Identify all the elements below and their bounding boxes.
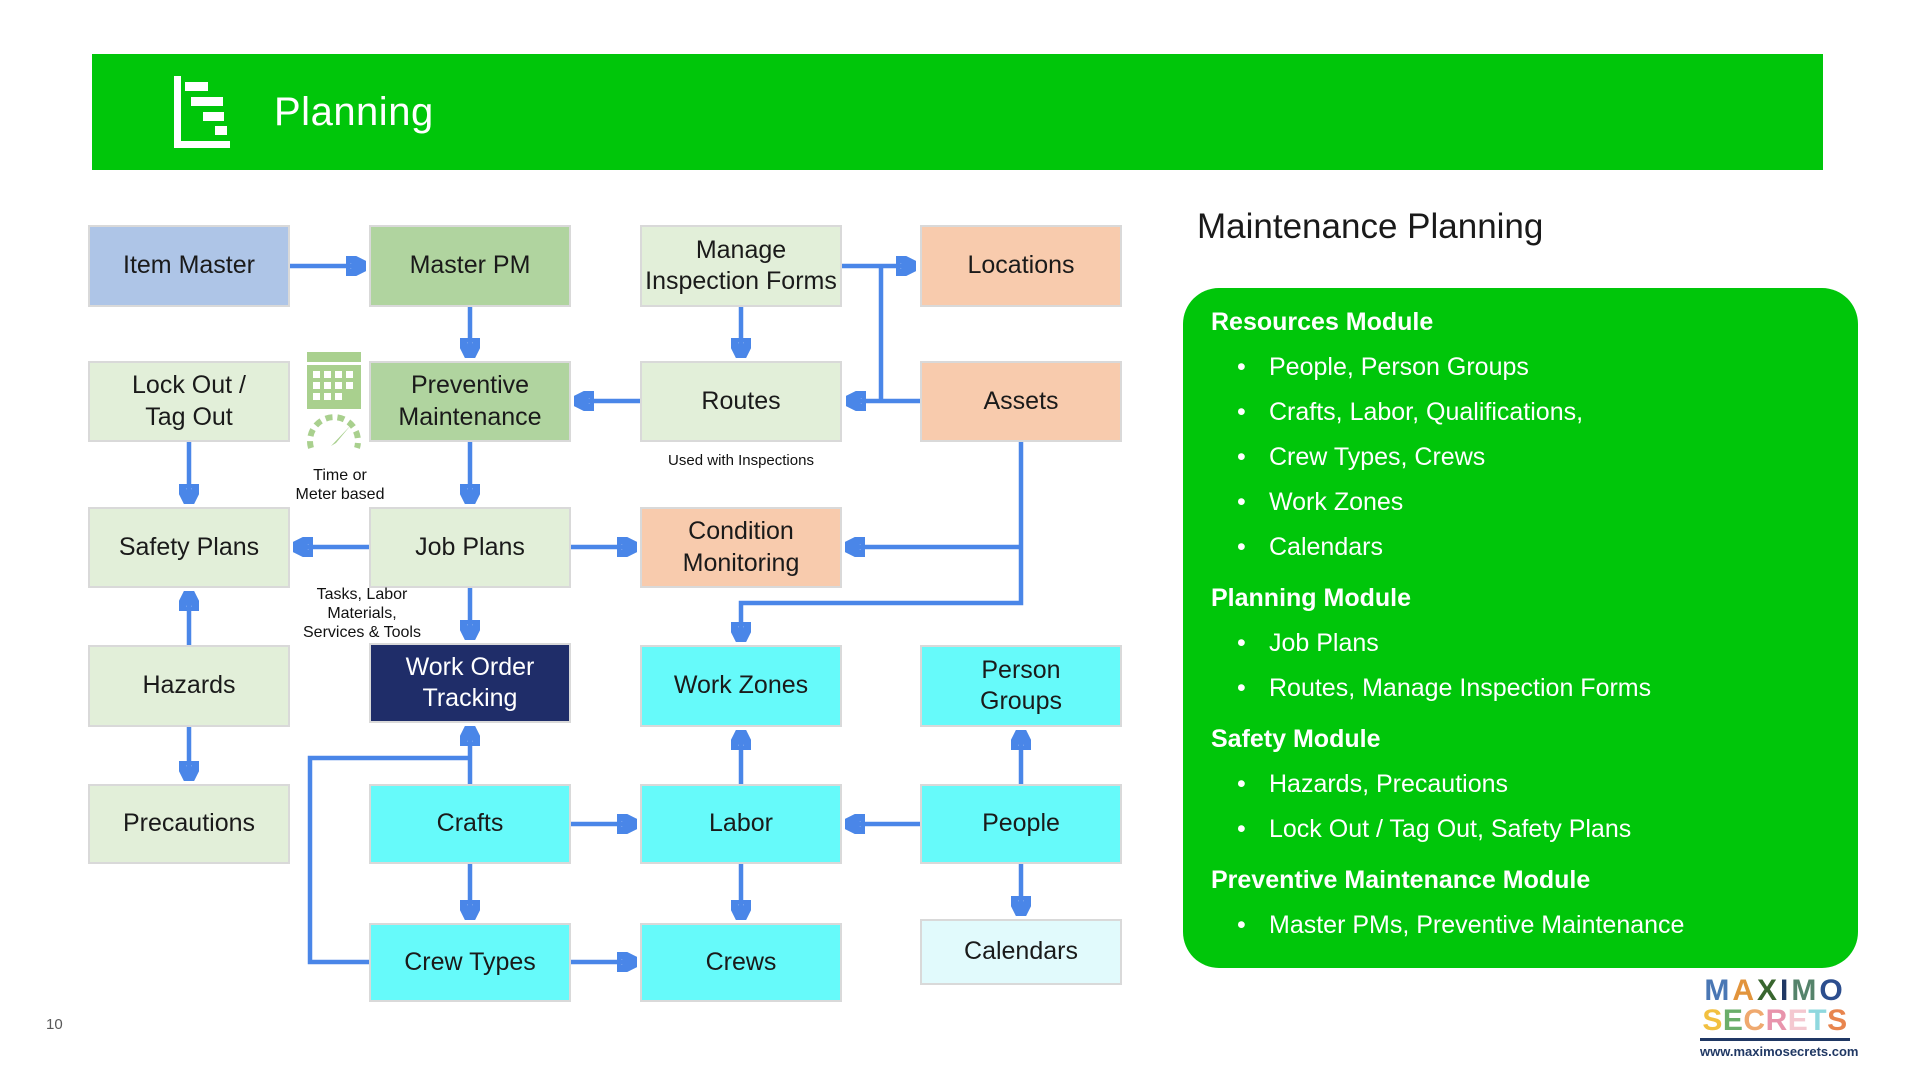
bullet-text: Crew Types, Crews bbox=[1269, 443, 1486, 471]
bullet-crafts-labor-qualifications: • Crafts, Labor, Qualifications, bbox=[1237, 390, 1840, 435]
bullet-text: Crafts, Labor, Qualifications, bbox=[1269, 398, 1584, 426]
bullet-marker: • bbox=[1237, 674, 1246, 702]
bullet-marker: • bbox=[1237, 629, 1246, 657]
node-label: Person Groups bbox=[980, 655, 1062, 715]
module-heading-safety: Safety Module bbox=[1211, 725, 1381, 753]
node-safety-plans: Safety Plans bbox=[88, 507, 290, 588]
node-label: Job Plans bbox=[415, 532, 525, 561]
node-label: Routes bbox=[701, 386, 781, 415]
node-locations: Locations bbox=[920, 225, 1122, 307]
node-label: Condition Monitoring bbox=[682, 517, 800, 577]
header-banner: Planning bbox=[92, 54, 1823, 170]
modules-panel: Resources Module •People, Person Groups … bbox=[1183, 288, 1858, 968]
bullet-master-pms-preventive-maintenance: • Master PMs, Preventive Maintenance bbox=[1237, 903, 1840, 948]
node-label: Crafts bbox=[436, 809, 504, 838]
bullet-marker: • bbox=[1237, 533, 1246, 561]
node-label: Crews bbox=[705, 947, 777, 976]
node-master-pm: Master PM bbox=[369, 225, 571, 307]
meter-gauge-icon bbox=[305, 412, 363, 455]
page-title: Planning bbox=[274, 89, 434, 134]
gantt-chart-icon bbox=[174, 76, 232, 148]
bullet-lockout-safety-plans: • Lock Out / Tag Out, Safety Plans bbox=[1237, 807, 1840, 852]
maximo-secrets-logo: MAXIMO SECRETS www.maximosecrets.com bbox=[1700, 974, 1859, 1059]
node-label: Assets bbox=[983, 386, 1059, 415]
node-manage-inspection-forms: Manage Inspection Forms bbox=[640, 225, 842, 307]
page-number: 10 bbox=[46, 1016, 63, 1033]
node-hazards: Hazards bbox=[88, 645, 290, 727]
calendar-icon bbox=[307, 352, 361, 414]
node-crafts: Crafts bbox=[369, 784, 571, 864]
node-label: Master PM bbox=[409, 251, 531, 280]
logo-word-secrets: SECRETS bbox=[1702, 1004, 1848, 1037]
node-item-master: Item Master bbox=[88, 225, 290, 307]
node-routes: Routes bbox=[640, 361, 842, 442]
bullet-text: Work Zones bbox=[1269, 488, 1404, 516]
logo-word-maximo: MAXIMO bbox=[1704, 974, 1846, 1007]
bullet-marker: • bbox=[1237, 398, 1246, 426]
bullet-marker: • bbox=[1237, 815, 1246, 843]
bullet-hazards-precautions: • Hazards, Precautions bbox=[1237, 762, 1840, 807]
bullet-text: Hazards, Precautions bbox=[1269, 770, 1509, 798]
node-calendars: Calendars bbox=[920, 919, 1122, 985]
annotation-time-or-meter-based: Time or Meter based bbox=[295, 467, 385, 504]
node-label: Work Zones bbox=[673, 671, 809, 700]
annotation-used-with-inspections: Used with Inspections bbox=[668, 452, 814, 469]
bullet-calendars: • Calendars bbox=[1237, 525, 1840, 570]
bullet-text: People, Person Groups bbox=[1269, 353, 1529, 381]
bullet-text: Lock Out / Tag Out, Safety Plans bbox=[1269, 815, 1632, 843]
node-label: Item Master bbox=[123, 251, 255, 280]
node-label: Precautions bbox=[122, 809, 256, 838]
bullet-work-zones: • Work Zones bbox=[1237, 480, 1840, 525]
node-label: Safety Plans bbox=[118, 532, 260, 561]
node-label: Locations bbox=[967, 251, 1075, 280]
node-labor: Labor bbox=[640, 784, 842, 864]
panel-title: Maintenance Planning bbox=[1197, 207, 1544, 246]
bullet-marker: • bbox=[1237, 443, 1246, 471]
bullet-routes-inspection-forms: • Routes, Manage Inspection Forms bbox=[1237, 666, 1840, 711]
node-work-order-tracking: Work Order Tracking bbox=[369, 643, 571, 723]
bullet-marker: • bbox=[1237, 353, 1246, 381]
node-assets: Assets bbox=[920, 361, 1122, 442]
node-work-zones: Work Zones bbox=[640, 645, 842, 727]
annotation-tasks-labor-materials: Tasks, Labor Materials, Services & Tools bbox=[303, 586, 421, 642]
bullet-text: Calendars bbox=[1269, 533, 1383, 561]
node-lock-out-tag-out: Lock Out / Tag Out bbox=[88, 361, 290, 442]
module-heading-resources: Resources Module bbox=[1211, 308, 1434, 336]
node-label: Hazards bbox=[142, 671, 236, 700]
node-label: Manage Inspection Forms bbox=[645, 235, 837, 295]
node-people: People bbox=[920, 784, 1122, 864]
logo-divider bbox=[1700, 1038, 1850, 1041]
node-label: Labor bbox=[709, 809, 773, 838]
logo-url[interactable]: www.maximosecrets.com bbox=[1700, 1044, 1859, 1059]
node-condition-monitoring: Condition Monitoring bbox=[640, 507, 842, 588]
bullet-job-plans: • Job Plans bbox=[1237, 621, 1840, 666]
node-person-groups: Person Groups bbox=[920, 645, 1122, 727]
node-label: People bbox=[982, 809, 1060, 838]
node-label: Preventive Maintenance bbox=[398, 371, 542, 431]
node-preventive-maintenance: Preventive Maintenance bbox=[369, 361, 571, 442]
node-precautions: Precautions bbox=[88, 784, 290, 864]
bullet-marker: • bbox=[1237, 770, 1246, 798]
bullet-text: Routes, Manage Inspection Forms bbox=[1269, 674, 1652, 702]
bullet-text: Job Plans bbox=[1269, 629, 1379, 657]
node-job-plans: Job Plans bbox=[369, 507, 571, 588]
node-label: Crew Types bbox=[404, 947, 536, 976]
bullet-marker: • bbox=[1237, 488, 1246, 516]
module-heading-preventive-maintenance: Preventive Maintenance Module bbox=[1211, 866, 1591, 894]
node-crews: Crews bbox=[640, 923, 842, 1002]
bullet-crew-types-crews: • Crew Types, Crews bbox=[1237, 435, 1840, 480]
node-label: Lock Out / Tag Out bbox=[132, 371, 246, 431]
module-heading-planning: Planning Module bbox=[1211, 584, 1411, 612]
bullet-text: Master PMs, Preventive Maintenance bbox=[1269, 911, 1685, 939]
node-label: Work Order Tracking bbox=[405, 652, 535, 712]
bullet-people-person-groups: • People, Person Groups bbox=[1237, 345, 1840, 390]
node-crew-types: Crew Types bbox=[369, 923, 571, 1002]
node-label: Calendars bbox=[964, 937, 1078, 966]
bullet-marker: • bbox=[1237, 911, 1246, 939]
